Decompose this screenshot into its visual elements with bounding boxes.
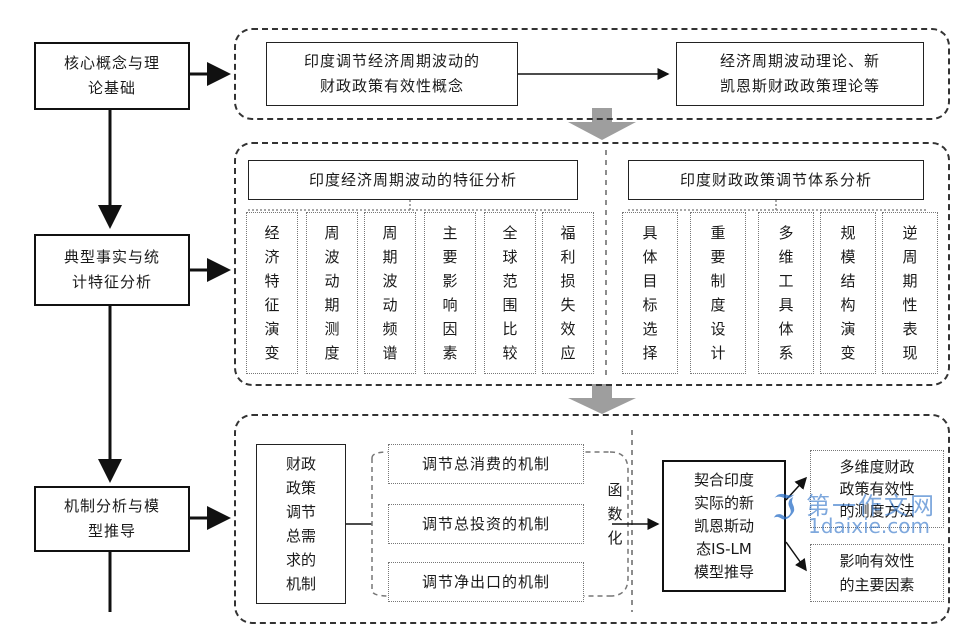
policy-item: 逆 周 期 性 表 现 — [882, 212, 938, 374]
left-box-mechanism-label: 机制分析与模 型推导 — [63, 497, 160, 540]
policy-item: 具 体 目 标 选 择 — [622, 212, 678, 374]
gray-down-arrow-2 — [568, 384, 636, 414]
watermark-en: 1daixie.com — [808, 514, 931, 538]
model-label: 契合印度 实际的新 凯恩斯动 态IS-LM 模型推导 — [693, 470, 754, 581]
brace-dashed — [371, 451, 610, 597]
model-box: 契合印度 实际的新 凯恩斯动 态IS-LM 模型推导 — [662, 460, 786, 592]
sub-mechanism-net-export: 调节净出口的机制 — [388, 562, 584, 602]
left-box-facts-label: 典型事实与统 计特征分析 — [63, 248, 160, 291]
feature-item: 周 期 波 动 频 谱 — [364, 212, 416, 374]
feature-item: 福 利 损 失 效 应 — [542, 212, 594, 374]
fiscal-system-title: 印度财政政策调节体系分析 — [679, 170, 872, 189]
concept-box: 印度调节经济周期波动的 财政政策有效性概念 — [266, 42, 518, 106]
mechanism-box: 财政 政策 调节 总需 求的 机制 — [256, 444, 346, 604]
policy-item: 规 模 结 构 演 变 — [820, 212, 876, 374]
fiscal-system-title-box: 印度财政政策调节体系分析 — [628, 160, 924, 200]
cycle-feature-title: 印度经济周期波动的特征分析 — [308, 170, 517, 189]
left-box-mechanism: 机制分析与模 型推导 — [34, 486, 190, 552]
functionize-label: 函 数 化 — [607, 481, 623, 547]
policy-item: 多 维 工 具 体 系 — [758, 212, 814, 374]
feature-item: 经 济 特 征 演 变 — [246, 212, 298, 374]
region-concepts — [234, 28, 950, 120]
feature-item: 主 要 影 响 因 素 — [424, 212, 476, 374]
theory-label: 经济周期波动理论、新 凯恩斯财政政策理论等 — [719, 52, 880, 95]
functionize-label-box: 函 数 化 — [600, 478, 630, 550]
gray-down-arrow-1 — [568, 108, 636, 140]
watermark-logo-icon: ℑ — [772, 488, 796, 528]
concept-label: 印度调节经济周期波动的 财政政策有效性概念 — [303, 52, 480, 95]
model-outcome1-arrow — [785, 476, 808, 501]
feature-item: 周 波 动 期 测 度 — [306, 212, 358, 374]
outcome-measurement-box: 多维度财政 政策有效性 的测度方法 — [810, 450, 944, 528]
sub-mechanism-consumption: 调节总消费的机制 — [388, 444, 584, 484]
left-box-concepts-label: 核心概念与理 论基础 — [63, 54, 160, 97]
model-outcome2-arrow — [785, 541, 807, 572]
sub-mechanism-investment: 调节总投资的机制 — [388, 504, 584, 544]
left-box-concepts: 核心概念与理 论基础 — [34, 42, 190, 110]
mechanism-label: 财政 政策 调节 总需 求的 机制 — [285, 455, 316, 593]
theory-box: 经济周期波动理论、新 凯恩斯财政政策理论等 — [676, 42, 924, 106]
policy-item: 重 要 制 度 设 计 — [690, 212, 746, 374]
outcome-measurement-label: 多维度财政 政策有效性 的测度方法 — [839, 458, 915, 520]
left-box-facts: 典型事实与统 计特征分析 — [34, 234, 190, 306]
outcome-factors-label: 影响有效性 的主要因素 — [839, 552, 915, 594]
outcome-factors-box: 影响有效性 的主要因素 — [810, 544, 944, 602]
cycle-feature-title-box: 印度经济周期波动的特征分析 — [248, 160, 578, 200]
feature-item: 全 球 范 围 比 较 — [484, 212, 536, 374]
watermark-cn: 第一作文网 — [806, 492, 936, 520]
region-facts — [234, 142, 950, 386]
